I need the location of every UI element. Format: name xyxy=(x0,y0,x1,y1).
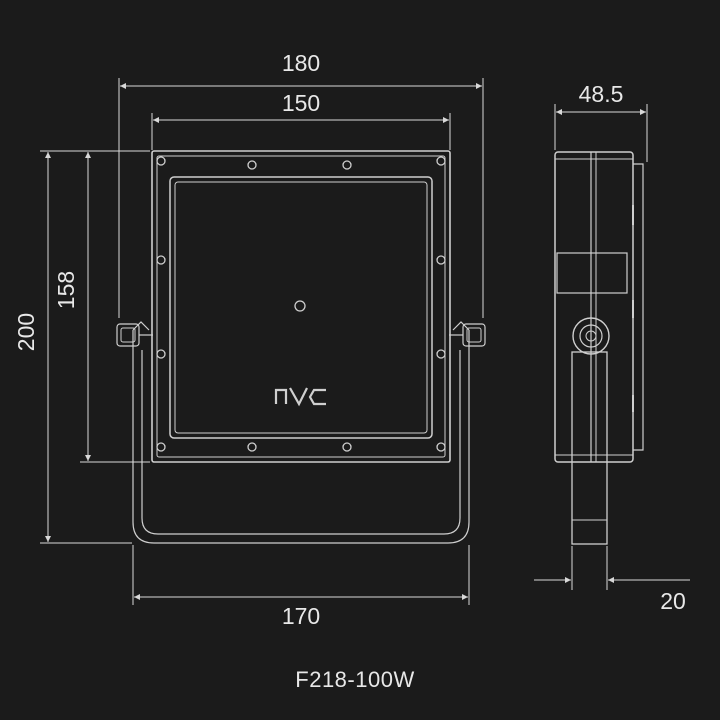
side-knob xyxy=(572,317,610,355)
side-view xyxy=(554,151,644,545)
front-view xyxy=(116,150,486,544)
dim-label: 158 xyxy=(53,271,79,309)
screw xyxy=(342,160,352,170)
screw xyxy=(247,160,257,170)
dim-bottom-width: 170 xyxy=(132,545,470,629)
dim-label: 170 xyxy=(282,603,320,629)
screw xyxy=(156,156,166,166)
right-knob xyxy=(449,323,486,347)
dim-housing-width: 150 xyxy=(151,90,451,150)
model-caption: F218-100W xyxy=(295,667,414,692)
dim-label: 150 xyxy=(282,90,320,116)
housing xyxy=(151,150,451,463)
mounting-bracket xyxy=(132,321,470,544)
side-housing xyxy=(554,151,644,463)
dim-side-depth: 48.5 xyxy=(554,81,648,162)
dim-housing-height: 158 xyxy=(53,152,150,463)
dimensions: 180 150 200 158 170 xyxy=(13,50,690,629)
nvc-logo xyxy=(274,387,326,407)
screw xyxy=(247,442,257,452)
screw xyxy=(156,349,166,359)
dim-bracket-depth: 20 xyxy=(534,546,690,614)
left-knob xyxy=(116,323,153,347)
screw xyxy=(156,442,166,452)
screw xyxy=(156,255,166,265)
sensor xyxy=(294,300,306,312)
screw xyxy=(342,442,352,452)
screw xyxy=(436,255,446,265)
screw xyxy=(436,442,446,452)
screw xyxy=(436,349,446,359)
dim-bracket-width: 180 xyxy=(118,50,484,318)
dim-label: 180 xyxy=(282,50,320,76)
side-bracket xyxy=(571,351,608,545)
screws xyxy=(156,156,446,452)
dim-label: 48.5 xyxy=(579,81,624,107)
screw xyxy=(436,156,446,166)
dim-label: 200 xyxy=(13,313,39,351)
dim-label: 20 xyxy=(660,588,686,614)
dim-overall-height: 200 xyxy=(13,150,150,544)
